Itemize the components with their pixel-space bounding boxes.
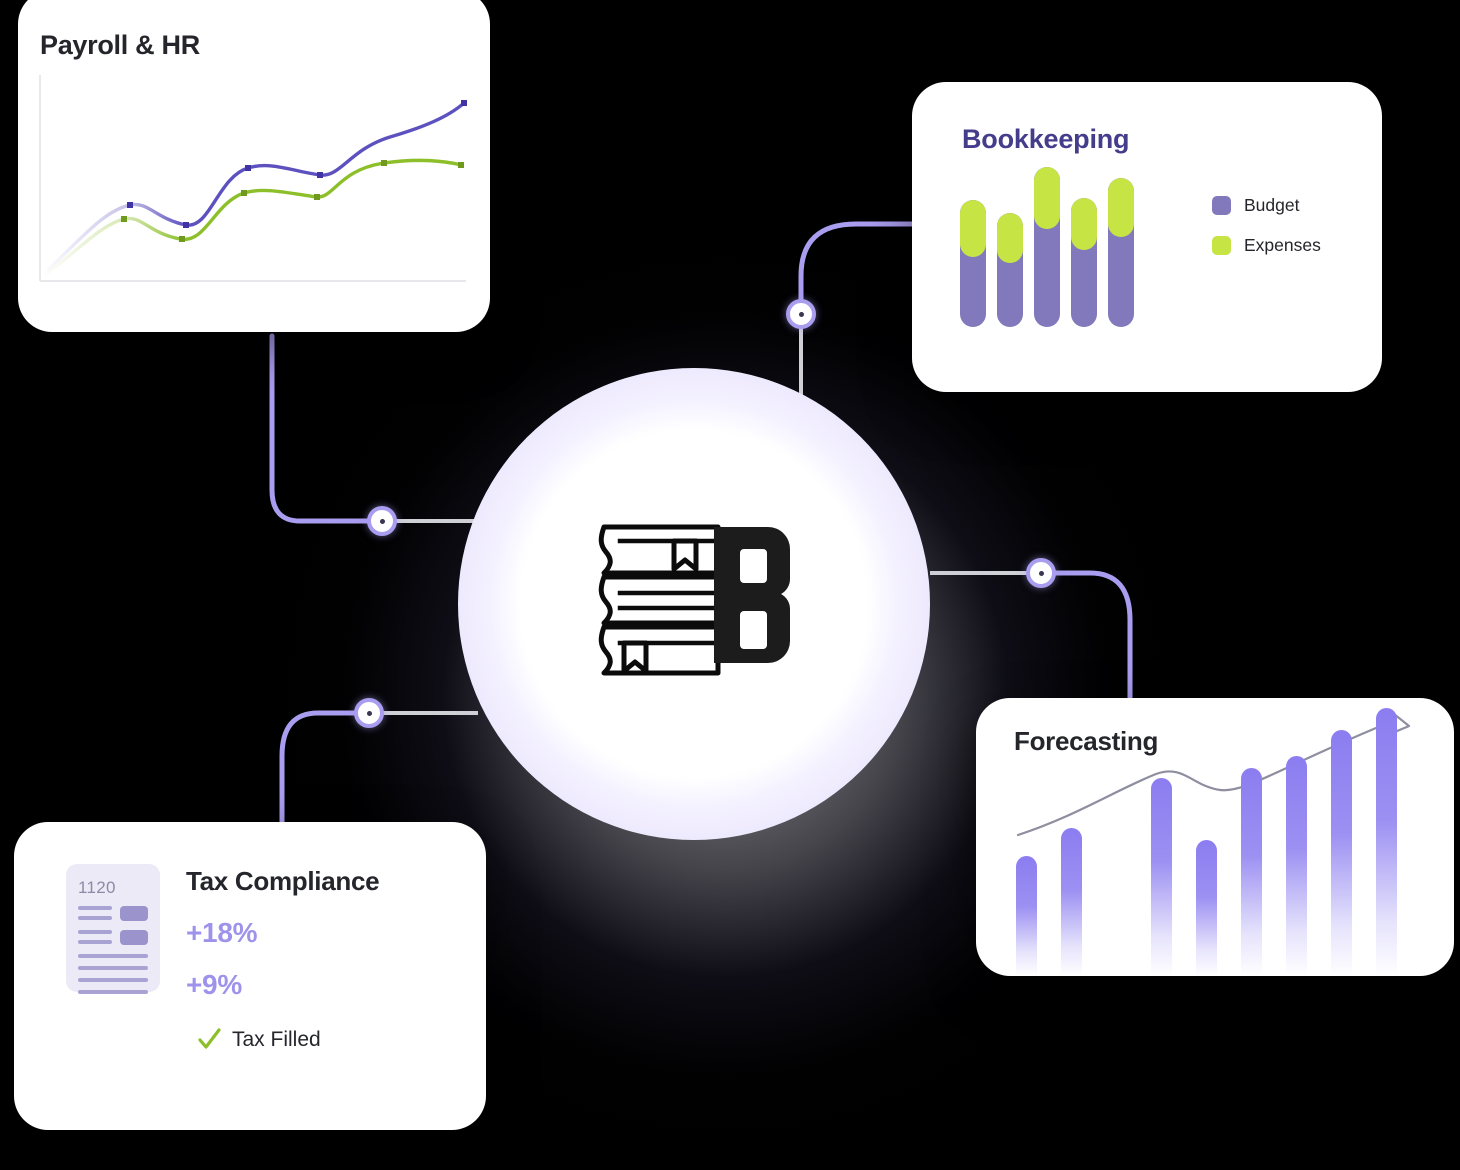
legend-item-expenses: Expenses bbox=[1212, 235, 1321, 256]
bar-4-expenses bbox=[1071, 198, 1097, 250]
card-bookkeeping[interactable]: Bookkeeping bbox=[912, 82, 1382, 392]
forecast-bar-9 bbox=[1376, 708, 1397, 976]
legend-swatch-expenses bbox=[1212, 236, 1231, 255]
forecast-bar-7 bbox=[1286, 756, 1307, 976]
doc-wide-lines bbox=[78, 954, 148, 994]
payroll-line-chart bbox=[39, 75, 467, 282]
card-tax-compliance[interactable]: 1120 Ta bbox=[14, 822, 486, 1130]
payroll-title: Payroll & HR bbox=[40, 30, 200, 60]
connector-curve-bookkeeping bbox=[798, 221, 915, 305]
bar-5-expenses bbox=[1108, 178, 1134, 237]
forecast-bar-5 bbox=[1196, 840, 1217, 976]
doc-line bbox=[78, 940, 112, 944]
doc-lines-1 bbox=[78, 906, 112, 921]
connector-lines bbox=[269, 221, 1133, 829]
tax-body: 1120 Ta bbox=[14, 822, 486, 1053]
doc-line bbox=[78, 916, 112, 920]
bar-2-expenses bbox=[997, 213, 1023, 263]
tax-form-document-icon: 1120 bbox=[66, 864, 160, 994]
bar-5 bbox=[1108, 178, 1134, 327]
forecast-bar-8 bbox=[1331, 730, 1352, 976]
bookkeeping-legend: Budget Expenses bbox=[1212, 195, 1321, 275]
bookkeeping-books-b-logo bbox=[598, 524, 790, 676]
tax-status-badge: Tax Filled bbox=[196, 1027, 379, 1053]
tax-details: Tax Compliance +18% +9% Tax Filled bbox=[186, 864, 380, 1053]
doc-block bbox=[120, 906, 148, 921]
bookkeeping-body: Budget Expenses bbox=[912, 155, 1382, 327]
legend-label-expenses: Expenses bbox=[1244, 235, 1321, 255]
legend-item-budget: Budget bbox=[1212, 195, 1321, 216]
doc-line bbox=[78, 990, 148, 994]
bookkeeping-bar-chart bbox=[960, 167, 1150, 327]
tax-status-label: Tax Filled bbox=[232, 1028, 321, 1051]
doc-lines-2 bbox=[78, 930, 112, 945]
node-forecasting[interactable] bbox=[1026, 558, 1056, 588]
doc-row-2 bbox=[78, 930, 148, 945]
doc-line bbox=[78, 954, 148, 958]
doc-block bbox=[120, 930, 148, 945]
bar-1-expenses bbox=[960, 200, 986, 257]
tax-metric-1: +18% bbox=[186, 917, 258, 948]
tax-metric-2: +9% bbox=[186, 969, 242, 1000]
central-hub bbox=[458, 368, 930, 840]
doc-line bbox=[78, 906, 112, 910]
tax-title: Tax Compliance bbox=[186, 866, 380, 896]
bar-2 bbox=[997, 213, 1023, 327]
bookkeeping-title: Bookkeeping bbox=[962, 124, 1130, 154]
node-payroll[interactable] bbox=[367, 506, 397, 536]
bar-3 bbox=[1034, 167, 1060, 327]
doc-line bbox=[78, 978, 148, 982]
legend-swatch-budget bbox=[1212, 196, 1231, 215]
forecast-bar-1 bbox=[1016, 856, 1037, 976]
connector-curve-tax bbox=[279, 710, 361, 829]
doc-row-1 bbox=[78, 906, 148, 921]
bar-3-expenses bbox=[1034, 167, 1060, 229]
node-tax[interactable] bbox=[354, 698, 384, 728]
doc-line bbox=[78, 966, 148, 970]
check-icon bbox=[196, 1027, 222, 1053]
card-forecasting[interactable]: Forecasting bbox=[976, 698, 1454, 976]
forecast-bar-6 bbox=[1241, 768, 1262, 976]
tax-form-number: 1120 bbox=[78, 878, 116, 897]
node-bookkeeping[interactable] bbox=[786, 299, 816, 329]
bar-1 bbox=[960, 200, 986, 327]
connector-curve-forecasting bbox=[1049, 570, 1133, 703]
forecast-bar-4 bbox=[1151, 778, 1172, 976]
hub-inner-circle bbox=[555, 465, 833, 743]
doc-line bbox=[78, 930, 112, 934]
connector-curve-payroll bbox=[269, 333, 375, 524]
forecasting-title: Forecasting bbox=[1014, 726, 1159, 756]
forecast-bar-2 bbox=[1061, 828, 1082, 976]
forecasting-bar-chart bbox=[1016, 708, 1436, 976]
legend-label-budget: Budget bbox=[1244, 195, 1300, 215]
card-payroll-hr[interactable]: Payroll & HR bbox=[18, 0, 490, 332]
bar-4 bbox=[1071, 198, 1097, 327]
